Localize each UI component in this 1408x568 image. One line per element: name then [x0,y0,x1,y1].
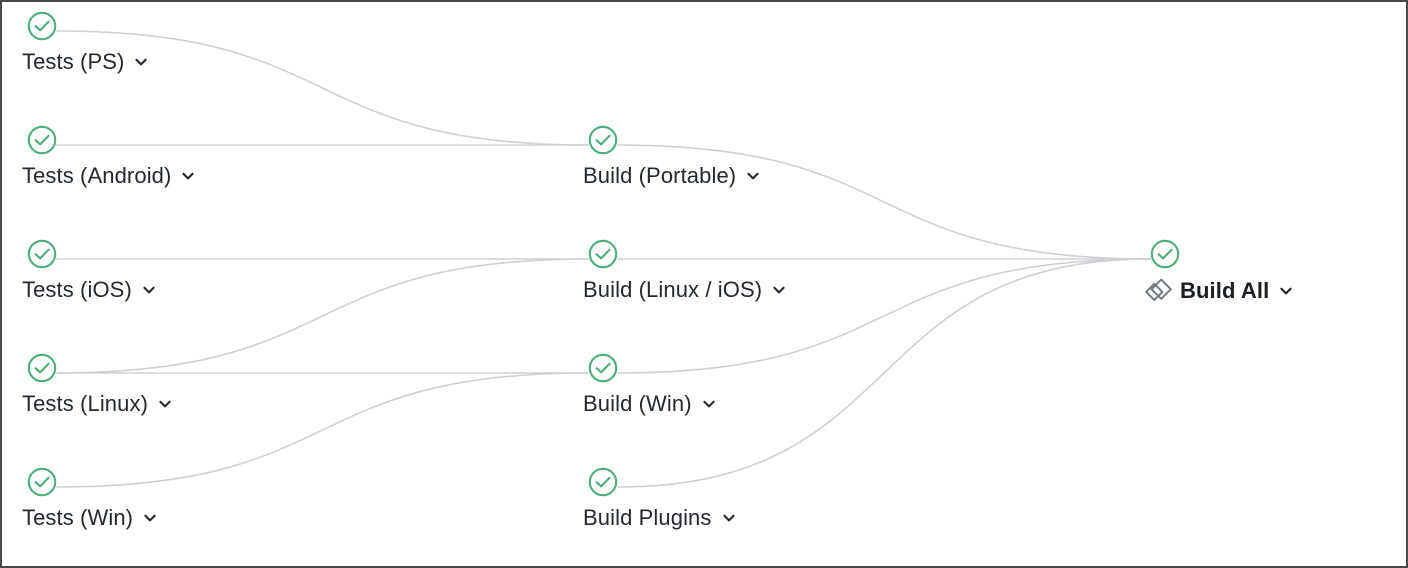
chevron-down-icon[interactable] [141,282,157,298]
graph-node-tests-ps[interactable]: Tests (PS) [22,11,149,75]
node-label-row[interactable]: Build (Linux / iOS) [583,277,787,303]
chevron-down-icon[interactable] [142,510,158,526]
node-label: Build (Portable) [583,163,737,188]
stacked-diamonds-icon [1145,277,1173,305]
node-label-row[interactable]: Build (Win) [583,391,717,417]
node-label: Build All [1180,278,1270,303]
node-label-row[interactable]: Tests (Android) [22,163,196,189]
node-label: Tests (Linux) [22,391,149,416]
node-label-row[interactable]: Build Plugins [583,505,737,531]
check-circle-icon[interactable] [27,353,57,383]
chevron-down-icon[interactable] [745,168,761,184]
check-circle-icon[interactable] [27,467,57,497]
graph-node-tests-android[interactable]: Tests (Android) [22,125,196,189]
node-label-row[interactable]: Build All [1145,277,1294,305]
node-label: Build (Linux / iOS) [583,277,763,302]
check-circle-icon[interactable] [1150,239,1180,269]
node-label: Tests (Win) [22,505,134,530]
graph-node-tests-win[interactable]: Tests (Win) [22,467,158,531]
chevron-down-icon[interactable] [157,396,173,412]
node-label-row[interactable]: Tests (Linux) [22,391,173,417]
chevron-down-icon[interactable] [701,396,717,412]
node-label-row[interactable]: Tests (iOS) [22,277,157,303]
graph-node-build-plugins[interactable]: Build Plugins [583,467,737,531]
node-label: Tests (iOS) [22,277,132,302]
check-circle-icon[interactable] [588,467,618,497]
check-circle-icon[interactable] [27,239,57,269]
node-label: Build Plugins [583,505,712,530]
check-circle-icon[interactable] [588,125,618,155]
graph-node-build-portable[interactable]: Build (Portable) [583,125,761,189]
check-circle-icon[interactable] [27,125,57,155]
chevron-down-icon[interactable] [1278,283,1294,299]
graph-node-tests-linux[interactable]: Tests (Linux) [22,353,173,417]
graph-node-build-win[interactable]: Build (Win) [583,353,717,417]
node-label-row[interactable]: Tests (Win) [22,505,158,531]
node-label-row[interactable]: Tests (PS) [22,49,149,75]
node-label: Build (Win) [583,391,692,416]
check-circle-icon[interactable] [588,353,618,383]
chevron-down-icon[interactable] [133,54,149,70]
node-label: Tests (Android) [22,163,172,188]
chevron-down-icon[interactable] [771,282,787,298]
graph-node-build-all[interactable]: Build All [1145,239,1294,305]
node-label: Tests (PS) [22,49,125,74]
chevron-down-icon[interactable] [180,168,196,184]
chevron-down-icon[interactable] [721,510,737,526]
graph-node-build-linux-ios[interactable]: Build (Linux / iOS) [583,239,787,303]
node-label-row[interactable]: Build (Portable) [583,163,761,189]
check-circle-icon[interactable] [588,239,618,269]
graph-node-tests-ios[interactable]: Tests (iOS) [22,239,157,303]
check-circle-icon[interactable] [27,11,57,41]
